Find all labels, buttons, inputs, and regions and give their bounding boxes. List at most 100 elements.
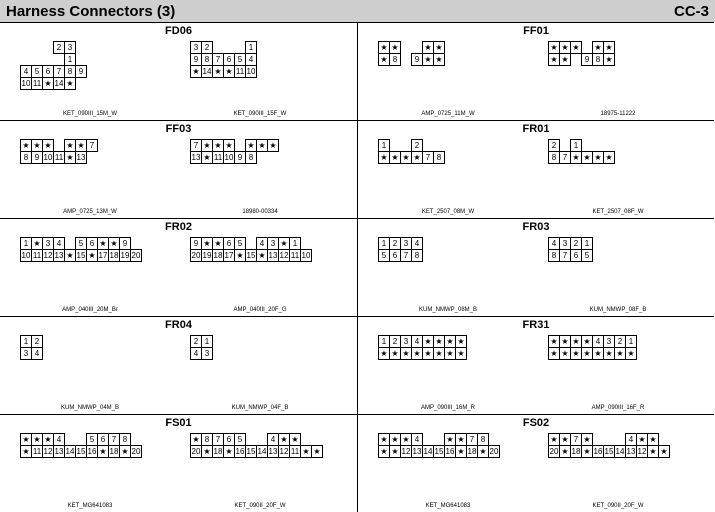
pin-cell: ★ — [267, 139, 279, 152]
pin-cell — [560, 140, 571, 152]
pin-cell — [213, 42, 224, 54]
pin-cell: 1 — [378, 237, 390, 250]
pin-cell: 8 — [20, 151, 32, 164]
pin-cell: 6 — [97, 433, 109, 446]
pin-cell: ★ — [444, 335, 456, 348]
pin-cell: 12 — [278, 249, 290, 262]
pin-cell — [224, 42, 235, 54]
pin-cell: ★ — [256, 249, 268, 262]
pin-cell: ★ — [300, 445, 312, 458]
pin-cell: ★ — [603, 151, 615, 164]
pin-cell: 15 — [245, 249, 257, 262]
pin-cell: 15 — [603, 445, 615, 458]
pin-cell: ★ — [97, 237, 109, 250]
pin-cell: 2 — [31, 335, 43, 348]
page-title: Harness Connectors (3) — [6, 3, 176, 20]
page-code: CC-3 — [673, 3, 709, 20]
pin-cell: ★ — [625, 347, 637, 360]
pin-cell: 6 — [223, 237, 235, 250]
connector-label: KET_2507_08F_W — [592, 209, 644, 215]
pin-cell — [423, 434, 434, 446]
pin-cell — [65, 434, 76, 446]
pin-cell: ★ — [559, 433, 571, 446]
connector-label: AMP_040III_20F_G — [233, 307, 287, 313]
pin-cell: ★ — [190, 433, 202, 446]
connector-label: KET_MG641083 — [67, 503, 113, 509]
connector-label: KUM_NMWP_08M_B — [418, 307, 477, 313]
pin-cell: 13 — [411, 445, 423, 458]
pin-cell: 8 — [245, 151, 257, 164]
pin-cell: 2 — [201, 41, 213, 54]
pin-cell: 7 — [212, 53, 224, 66]
pin-cell: 16 — [444, 445, 456, 458]
pin-cell: 1 — [378, 335, 390, 348]
pin-cell: 5 — [31, 65, 43, 78]
pin-cell: ★ — [559, 335, 571, 348]
connector-label: KET_MG641083 — [425, 503, 471, 509]
pin-cell: 1 — [289, 237, 301, 250]
pin-cell: ★ — [603, 53, 615, 66]
pin-cell: ★ — [31, 139, 43, 152]
pin-cell: ★ — [389, 433, 401, 446]
pin-cell: ★ — [289, 433, 301, 446]
pin-cell: ★ — [455, 335, 467, 348]
pin-cell: ★ — [400, 151, 412, 164]
pin-cell: ★ — [548, 335, 560, 348]
pin-cell: 19 — [119, 249, 131, 262]
pin-cell: 15 — [75, 249, 87, 262]
pin-cell: ★ — [570, 151, 582, 164]
pin-cell: 7 — [466, 433, 478, 446]
pin-cell: 18 — [212, 249, 224, 262]
pin-cell: ★ — [455, 433, 467, 446]
pin-cell: 3 — [20, 347, 32, 360]
pin-cell: 4 — [625, 433, 637, 446]
pin-cell: 7 — [559, 249, 571, 262]
pin-cell — [582, 42, 593, 54]
pin-cell: 2 — [411, 139, 423, 152]
pin-cell: 8 — [201, 433, 213, 446]
pin-cell: 10 — [300, 249, 312, 262]
pin-cell: 1 — [625, 335, 637, 348]
pin-cell: 4 — [256, 237, 268, 250]
pin-cell: ★ — [389, 41, 401, 54]
pin-cell: 9 — [31, 151, 43, 164]
pin-cell: ★ — [212, 139, 224, 152]
pin-cell: ★ — [422, 41, 434, 54]
pin-cell: ★ — [411, 347, 423, 360]
connector-label: KUM_NMWP_04F_B — [231, 405, 289, 411]
pin-cell: 17 — [97, 249, 109, 262]
connector-title: FR04 — [165, 319, 192, 331]
pin-cell: ★ — [400, 347, 412, 360]
pin-cell: 13 — [190, 151, 202, 164]
connector-title: FD06 — [165, 25, 192, 37]
pin-cell: 8 — [548, 249, 560, 262]
pin-cell: 3 — [190, 41, 202, 54]
pin-cell: ★ — [581, 445, 593, 458]
pin-cell: 18 — [212, 445, 224, 458]
pin-cell: ★ — [201, 139, 213, 152]
pin-cell: 2 — [389, 335, 401, 348]
pin-cell: 7 — [422, 151, 434, 164]
pin-cell: 4 — [411, 433, 423, 446]
pin-cell: 6 — [86, 237, 98, 250]
pin-cell: ★ — [581, 151, 593, 164]
pin-cell: 3 — [400, 335, 412, 348]
pin-cell: 14 — [256, 445, 268, 458]
pin-cell: 11 — [234, 65, 246, 78]
pin-cell: 14 — [64, 445, 76, 458]
pin-cell — [434, 434, 445, 446]
pin-cell: 4 — [20, 65, 32, 78]
pin-cell: 3 — [267, 237, 279, 250]
connector-title: FR31 — [522, 319, 550, 331]
pin-cell: 12 — [42, 445, 54, 458]
